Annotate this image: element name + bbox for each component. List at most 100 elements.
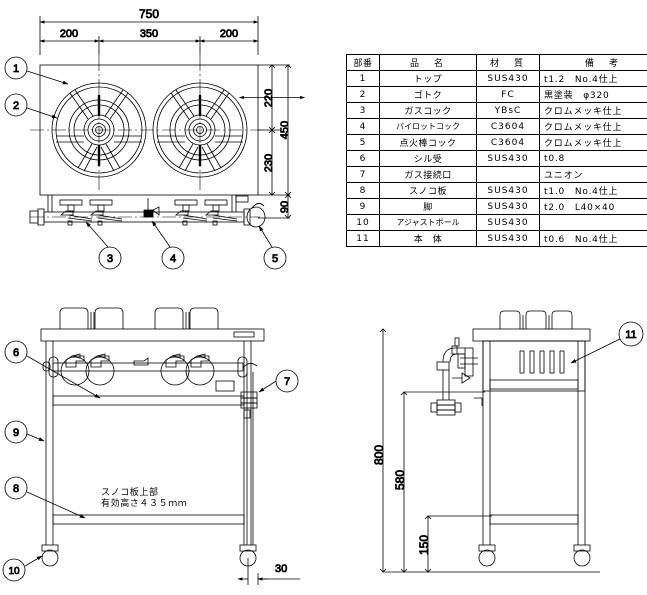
balloon-8-label: 8 (13, 483, 19, 495)
cell-remark: クロムメッキ仕上 (539, 102, 647, 119)
cell-material: SUS430 (476, 182, 540, 199)
table-row: 1 トップ SUS430 t1.2 No.4仕上 (346, 70, 647, 87)
cell-remark: クロムメッキ仕上 (539, 118, 647, 135)
cell-name: ガス接続口 (379, 166, 477, 183)
cell-material (476, 166, 540, 183)
front-top-plate (40, 328, 265, 342)
side-gas-inlet (430, 337, 483, 416)
note-line-1: スノコ板上部 (101, 488, 159, 498)
parts-list-table: 部番 品 名 材 質 備 考 1 トップ SUS430 t1.2 No.4仕上 … (346, 54, 647, 247)
table-row: 10 アジャストボール SUS430 (346, 214, 647, 231)
table-row: 5 点火棒コック C3604 クロムメッキ仕上 (346, 134, 647, 151)
header-part-no: 部番 (346, 54, 380, 71)
balloon-10 (2, 558, 26, 582)
side-dimensions (379, 328, 600, 573)
parts-table-body: 1 トップ SUS430 t1.2 No.4仕上 2 ゴトク FC 黒塗装 φ3… (346, 70, 647, 247)
balloon-4 (161, 246, 185, 270)
cell-material: SUS430 (476, 230, 540, 247)
cell-no: 4 (346, 118, 380, 135)
balloon-6-label: 6 (13, 347, 19, 359)
parts-table-header-row: 部番 品 名 材 質 備 考 (346, 54, 647, 71)
cell-remark: t0.6 No.4仕上 (539, 230, 647, 247)
dim-text-350: 350 (140, 28, 158, 40)
cell-remark (539, 214, 647, 231)
balloon-7-label: 7 (284, 376, 290, 388)
front-drip-shelf (52, 395, 245, 406)
cell-no: 5 (346, 134, 380, 151)
balloon-5 (263, 246, 287, 270)
balloon-2 (4, 93, 28, 117)
table-row: 3 ガスコック YBsC クロムメッキ仕上 (346, 102, 647, 119)
header-part-material: 材 質 (476, 54, 540, 71)
cell-material: C3604 (476, 118, 540, 135)
cell-name: パイロットコック (379, 118, 477, 135)
header-part-remark: 備 考 (539, 54, 647, 71)
cell-material: YBsC (476, 102, 540, 119)
dim-text-800: 800 (372, 445, 386, 465)
side-mid-shelf (489, 379, 579, 390)
cell-material: SUS430 (476, 150, 540, 167)
cell-material: SUS430 (476, 214, 540, 231)
cell-no: 2 (346, 86, 380, 103)
cell-name: トップ (379, 70, 477, 87)
cell-name: ガスコック (379, 102, 477, 119)
cell-material: SUS430 (476, 198, 540, 215)
cell-remark: t1.2 No.4仕上 (539, 70, 647, 87)
cell-remark: t2.0 L40×40 (539, 198, 647, 215)
side-casters (478, 544, 591, 567)
cell-material: FC (476, 86, 540, 103)
cell-no: 1 (346, 70, 380, 87)
dim-text-580: 580 (393, 470, 407, 490)
cell-remark: ユニオン (539, 166, 647, 183)
table-row: 6 シル受 SUS430 t0.8 (346, 150, 647, 167)
front-gas-union (240, 363, 258, 545)
cell-name: シル受 (379, 150, 477, 167)
dim-text-230: 230 (263, 154, 275, 172)
dim-text-450: 450 (279, 121, 291, 139)
cell-no: 8 (346, 182, 380, 199)
front-manifold (42, 353, 248, 392)
gas-cock-handles (59, 199, 238, 226)
balloon-3 (98, 246, 122, 270)
cell-remark: 黒塗装 φ320 (539, 86, 647, 103)
front-balloons (2, 340, 299, 582)
dim-text-200-left: 200 (60, 28, 78, 40)
side-trivets (499, 310, 573, 329)
table-row: 8 スノコ板 SUS430 t1.0 No.4仕上 (346, 182, 647, 199)
balloon-9-label: 9 (13, 427, 19, 439)
dim-text-90: 90 (279, 201, 291, 213)
table-row: 11 本 体 SUS430 t0.6 No.4仕上 (346, 230, 647, 247)
table-row: 2 ゴトク FC 黒塗装 φ320 (346, 86, 647, 103)
table-row: 4 パイロットコック C3604 クロムメッキ仕上 (346, 118, 647, 135)
header-part-name: 品 名 (379, 54, 477, 71)
cell-name: ゴトク (379, 86, 477, 103)
cell-name: 脚 (379, 198, 477, 215)
dim-text-200-right: 200 (220, 28, 238, 40)
cell-remark: t1.0 No.4仕上 (539, 182, 647, 199)
balloon-3-label: 3 (107, 253, 113, 265)
side-vent-slots (519, 350, 565, 374)
balloon-4-label: 4 (170, 253, 176, 265)
balloon-2-label: 2 (13, 100, 19, 112)
front-cocks (65, 353, 210, 368)
balloon-11 (618, 321, 644, 347)
cell-name: 本 体 (379, 230, 477, 247)
side-lower-shelf (489, 514, 579, 525)
plan-balloons (4, 56, 287, 270)
table-row: 7 ガス接続口 ユニオン (346, 166, 647, 183)
cell-no: 3 (346, 102, 380, 119)
cell-no: 10 (346, 214, 380, 231)
cell-name: 点火棒コック (379, 134, 477, 151)
front-view-group: 30 6 7 8 9 10 (2, 307, 300, 585)
note-line-2: 有効高さ４３５ｍｍ (101, 499, 188, 509)
dim-30-group (237, 558, 300, 585)
balloon-11-label: 11 (625, 329, 636, 341)
cell-name: スノコ板 (379, 182, 477, 199)
dim-depths (239, 64, 305, 219)
plan-view-group: 750 200 350 200 220 450 230 90 1 2 3 4 5 (4, 7, 305, 270)
balloon-8 (4, 476, 28, 500)
front-legs (45, 341, 252, 545)
cell-name: アジャストボール (379, 214, 477, 231)
